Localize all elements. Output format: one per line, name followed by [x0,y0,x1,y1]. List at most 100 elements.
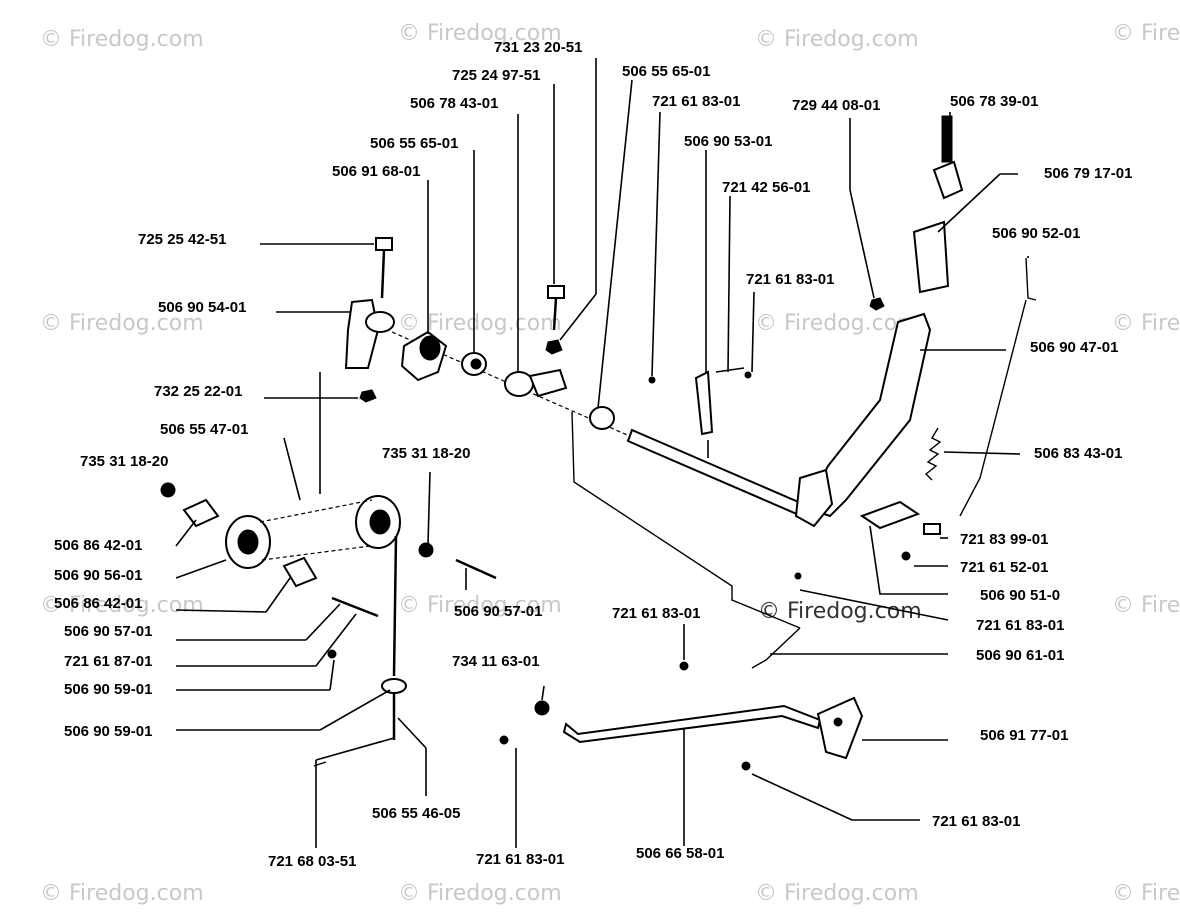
watermark: © Firedog.com [40,881,204,906]
bolt-shank [380,249,386,299]
part-label: 721 61 83-01 [476,851,564,868]
plate-part [859,500,921,530]
leader-line [651,111,661,377]
part-label: 506 90 57-01 [64,623,152,640]
part-label: 506 90 53-01 [684,133,772,150]
part-label: 721 68 03-51 [268,853,356,870]
brake-rod [562,704,822,744]
split-pin [794,572,802,580]
watermark: © Fire [1112,881,1180,906]
watermark: © Firedog.com [398,21,562,46]
part-label: 506 90 54-01 [158,299,246,316]
watermark: © Firedog.com [398,593,562,618]
watermark: © Firedog.com [755,27,919,52]
nut-part [869,297,885,311]
leader-line [265,577,291,613]
part-label: 506 78 43-01 [410,95,498,112]
watermark-layer: © Firedog.com © Firedog.com © Firedog.co… [40,21,1180,906]
bolt-head [375,237,393,251]
leader-line [943,451,1021,455]
leader-line [175,609,267,613]
main-shaft-assembly [344,237,812,520]
watermark: © Fire [1112,21,1180,46]
bracket-part [344,298,380,369]
part-label: 506 90 61-01 [976,647,1064,664]
part-label: 506 86 42-01 [54,537,142,554]
leader-lines [175,58,1029,848]
leader-line [319,689,391,731]
nut-part [418,542,434,558]
bushing-part [282,556,318,588]
pedal-hole [833,717,843,727]
rod-part [751,627,801,669]
pin-part [923,523,941,535]
part-label: 734 11 63-01 [452,653,540,670]
split-pin [648,376,656,384]
part-label: 725 24 97-51 [452,67,540,84]
part-label: 721 83 99-01 [960,531,1048,548]
split-pin [901,551,911,561]
pulley-assembly [160,482,497,767]
bushing-part [365,311,395,333]
linkage-line [571,411,801,629]
leader-line [727,195,731,373]
watermark: © Firedog.com [398,311,562,336]
split-pin [741,761,751,771]
leader-line [427,471,431,545]
bolt-head [547,285,565,299]
leader-line [869,525,948,595]
watermark-dark: © Firedog.com [758,599,922,624]
nut-part [534,700,550,716]
part-label: 732 25 22-01 [154,383,242,400]
handle-grip [912,220,950,294]
lower-linkage [499,411,864,771]
pulley-hub [237,529,259,555]
watermark: © Firedog.com [398,881,562,906]
bolt-shank [552,297,558,331]
part-label: 506 55 47-01 [160,421,248,438]
part-label: 735 31 18-20 [382,445,470,462]
part-label: 721 61 83-01 [652,93,740,110]
leader-line [937,173,1001,233]
washer-part [381,678,407,694]
handle-lever [804,312,932,518]
part-label: 506 86 42-01 [54,595,142,612]
leader-line [849,189,875,299]
watermark: © Firedog.com [755,311,919,336]
part-label: 731 23 20-51 [494,39,582,56]
leader-line [751,773,853,821]
shaft-part [455,558,497,580]
leader-line [329,659,335,691]
split-pin [679,661,689,671]
nut-part [359,389,377,403]
clevis-pin [419,335,441,361]
part-label: 721 42 56-01 [722,179,810,196]
nut-part [160,482,176,498]
part-label: 506 78 39-01 [950,93,1038,110]
spacer-hole [470,358,482,370]
part-label: 725 25 42-51 [138,231,226,248]
watermark: © Fire [1112,593,1180,618]
pin-part [715,367,745,373]
part-label: 506 90 59-01 [64,681,152,698]
leader-line [283,437,301,501]
handle-assembly [794,115,1037,561]
bushing-part [182,498,220,528]
watermark: © Firedog.com [40,27,204,52]
handle-base [794,468,834,528]
part-label: 506 90 59-01 [64,723,152,740]
part-labels: 731 23 20-51 725 24 97-51 506 55 65-01 5… [54,39,1132,870]
part-label: 506 91 77-01 [980,727,1068,744]
knob-part [932,160,964,200]
leader-line [315,613,357,667]
leader-line [799,589,949,621]
part-label: 506 90 51-0 [980,587,1060,604]
part-label: 721 61 87-01 [64,653,152,670]
part-label: 506 55 65-01 [622,63,710,80]
part-label: 721 61 83-01 [976,617,1064,634]
shaft-part [331,596,379,618]
part-label: 506 90 47-01 [1030,339,1118,356]
part-label: 721 61 83-01 [612,605,700,622]
